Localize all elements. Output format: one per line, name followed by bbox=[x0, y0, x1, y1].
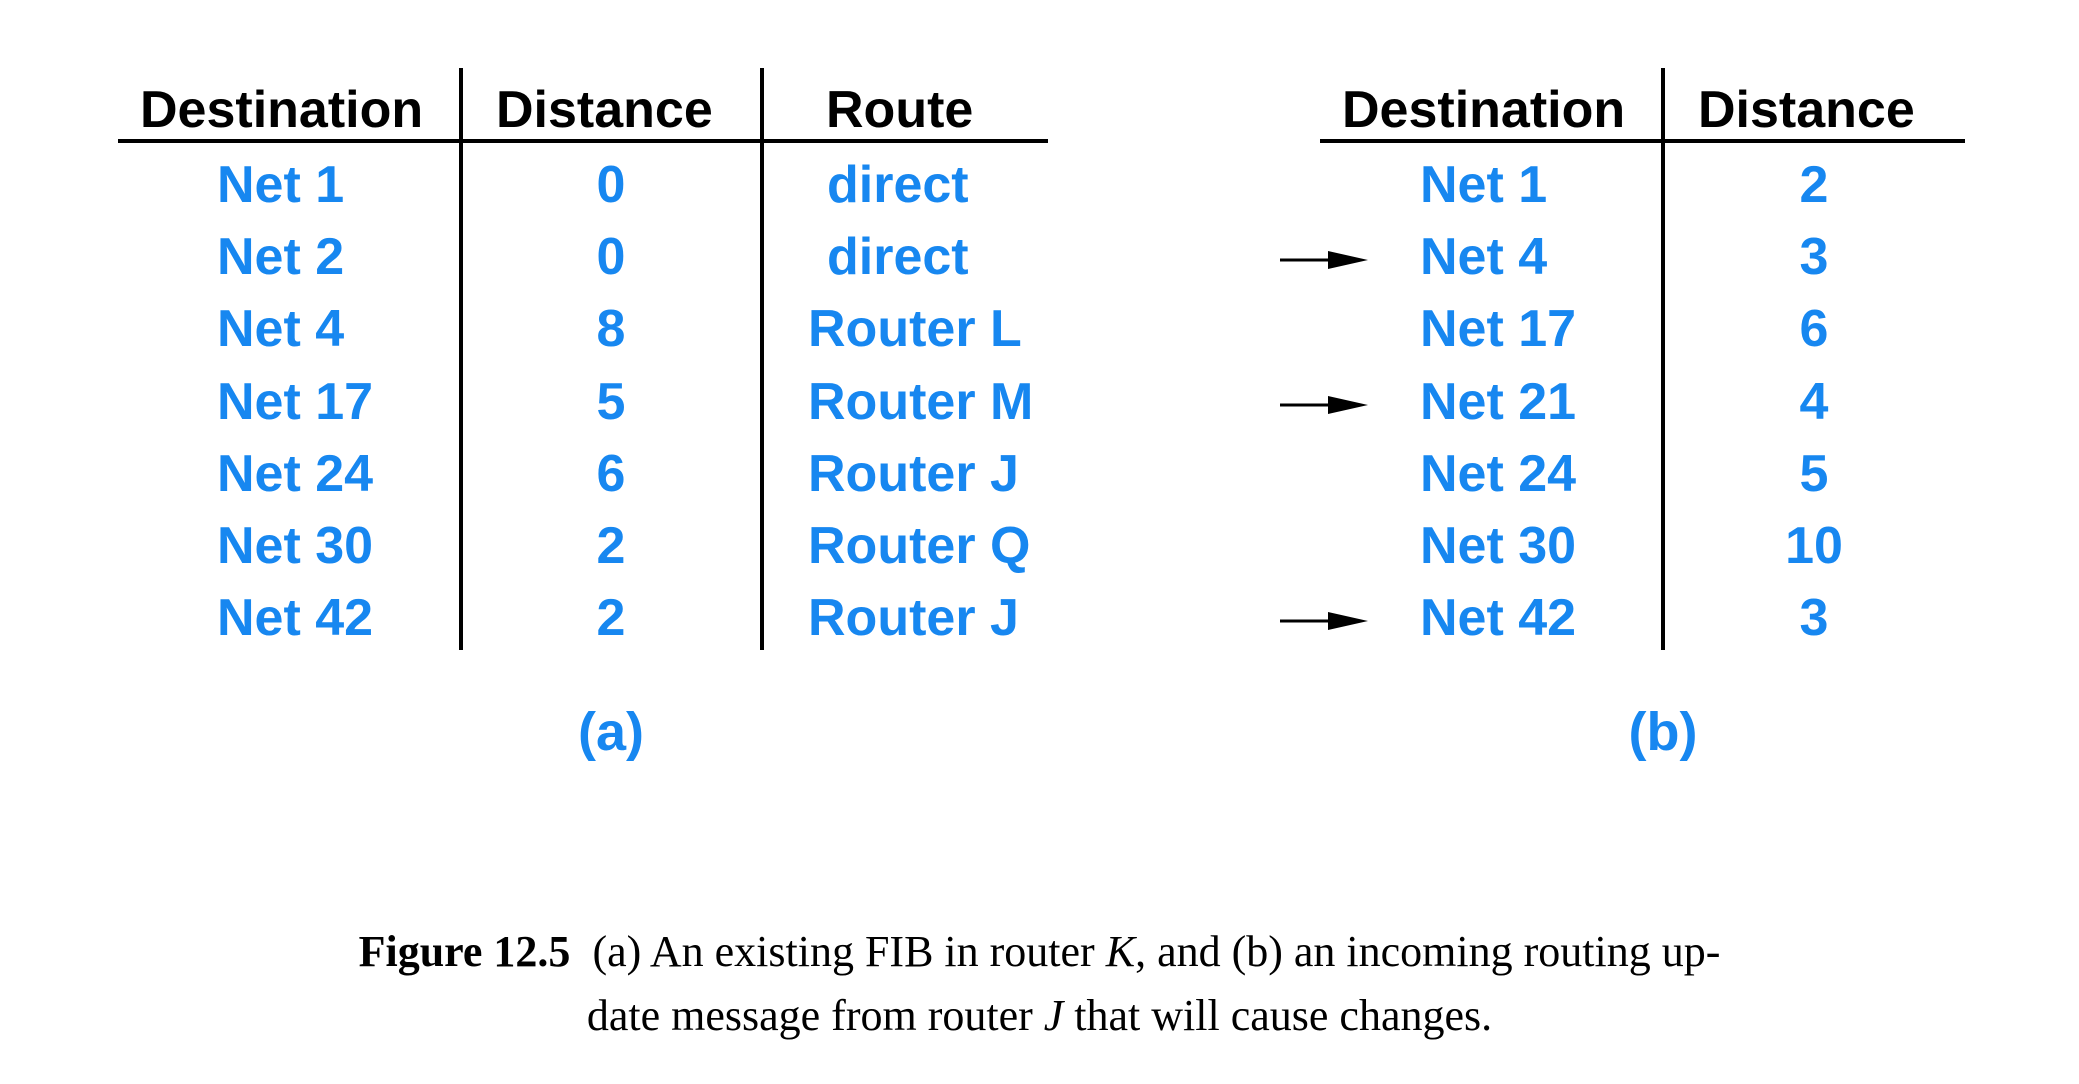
table-a-dist: 0 bbox=[596, 228, 626, 286]
table-a-header-destination: Destination bbox=[140, 81, 424, 139]
caption-figure-number: Figure 12.5 bbox=[358, 927, 571, 976]
table-a-route: direct bbox=[827, 228, 969, 286]
table-a-dest: Net 1 bbox=[217, 156, 345, 214]
table-b-dist: 4 bbox=[1799, 373, 1829, 431]
table-a-route: direct bbox=[827, 156, 969, 214]
table-b-dest: Net 21 bbox=[1420, 373, 1577, 431]
caption-line-1: Figure 12.5 (a) An existing FIB in route… bbox=[0, 920, 2079, 984]
table-a-dist: 0 bbox=[596, 156, 626, 214]
table-b-dist: 3 bbox=[1799, 589, 1829, 647]
table-b-header-distance: Distance bbox=[1698, 81, 1915, 139]
table-a-dest: Net 4 bbox=[217, 300, 345, 358]
table-b-dest: Net 17 bbox=[1420, 300, 1577, 358]
table-b-dist: 5 bbox=[1799, 445, 1829, 503]
table-b-dist: 2 bbox=[1799, 156, 1829, 214]
caption-text-1: (a) An existing FIB in router bbox=[592, 927, 1106, 976]
table-a-dist: 5 bbox=[596, 373, 626, 431]
table-a-dest: Net 2 bbox=[217, 228, 345, 286]
right-arrow-icon bbox=[1280, 251, 1368, 269]
table-a-dest: Net 17 bbox=[217, 373, 374, 431]
caption-text-3: date message from router bbox=[586, 991, 1044, 1040]
table-b-dest: Net 30 bbox=[1420, 517, 1577, 575]
table-a-header-distance: Distance bbox=[496, 81, 713, 139]
table-a-dest: Net 42 bbox=[217, 589, 374, 647]
table-b-dest: Net 24 bbox=[1420, 445, 1577, 503]
caption-line-2: date message from router J that will cau… bbox=[0, 984, 2079, 1048]
table-b-label: (b) bbox=[1628, 702, 1698, 762]
caption-text-2: , and (b) an incoming routing up- bbox=[1135, 927, 1721, 976]
table-b-dest: Net 42 bbox=[1420, 589, 1577, 647]
table-b-dist: 6 bbox=[1799, 300, 1829, 358]
table-b-header-destination: Destination bbox=[1342, 81, 1626, 139]
table-b-dist: 10 bbox=[1785, 517, 1843, 575]
caption-router-k: K bbox=[1105, 927, 1136, 976]
table-a-route: Router M bbox=[808, 373, 1034, 431]
table-b-dest: Net 1 bbox=[1420, 156, 1548, 214]
caption-text-4: that will cause changes. bbox=[1063, 991, 1493, 1040]
table-a-route: Router J bbox=[808, 445, 1019, 503]
table-a-route: Router Q bbox=[808, 517, 1031, 575]
table-a-divider-2 bbox=[760, 68, 764, 650]
table-a-header-route: Route bbox=[826, 81, 974, 139]
figure-caption: Figure 12.5 (a) An existing FIB in route… bbox=[0, 920, 2079, 1048]
table-b-dist: 3 bbox=[1799, 228, 1829, 286]
right-arrow-icon bbox=[1280, 612, 1368, 630]
table-b-divider bbox=[1661, 68, 1665, 650]
table-a-label: (a) bbox=[578, 702, 644, 762]
right-arrow-icon bbox=[1280, 396, 1368, 414]
table-a-dest: Net 24 bbox=[217, 445, 374, 503]
table-a-dist: 2 bbox=[596, 589, 626, 647]
table-a-dist: 2 bbox=[596, 517, 626, 575]
table-a-dest: Net 30 bbox=[217, 517, 374, 575]
table-a-dist: 8 bbox=[596, 300, 626, 358]
table-a-header-rule bbox=[118, 139, 1048, 143]
table-a-route: Router L bbox=[808, 300, 1022, 358]
table-b-header-rule bbox=[1320, 139, 1965, 143]
table-a-divider-1 bbox=[459, 68, 463, 650]
table-a-route: Router J bbox=[808, 589, 1019, 647]
table-a-dist: 6 bbox=[596, 445, 626, 503]
caption-router-j: J bbox=[1043, 991, 1064, 1040]
table-b-dest: Net 4 bbox=[1420, 228, 1548, 286]
